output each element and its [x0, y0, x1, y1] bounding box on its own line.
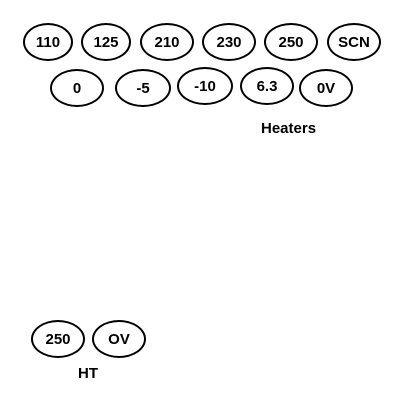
ht-terminal-ov[interactable]: OV [92, 320, 146, 358]
ht-terminal-250[interactable]: 250 [31, 320, 85, 358]
terminal-250[interactable]: 250 [264, 23, 318, 61]
terminal-230[interactable]: 230 [202, 23, 256, 61]
terminal-110[interactable]: 110 [23, 23, 73, 61]
terminal-210[interactable]: 210 [140, 23, 194, 61]
terminal-minus-10[interactable]: -10 [177, 67, 233, 105]
terminal-0[interactable]: 0 [50, 69, 104, 107]
terminal-scn[interactable]: SCN [327, 23, 381, 61]
ht-label: HT [78, 365, 98, 382]
terminal-125[interactable]: 125 [81, 23, 131, 61]
heaters-label: Heaters [261, 120, 317, 137]
terminal-6-3[interactable]: 6.3 [240, 67, 294, 105]
terminal-0v[interactable]: 0V [299, 69, 353, 107]
terminal-minus-5[interactable]: -5 [115, 69, 171, 107]
